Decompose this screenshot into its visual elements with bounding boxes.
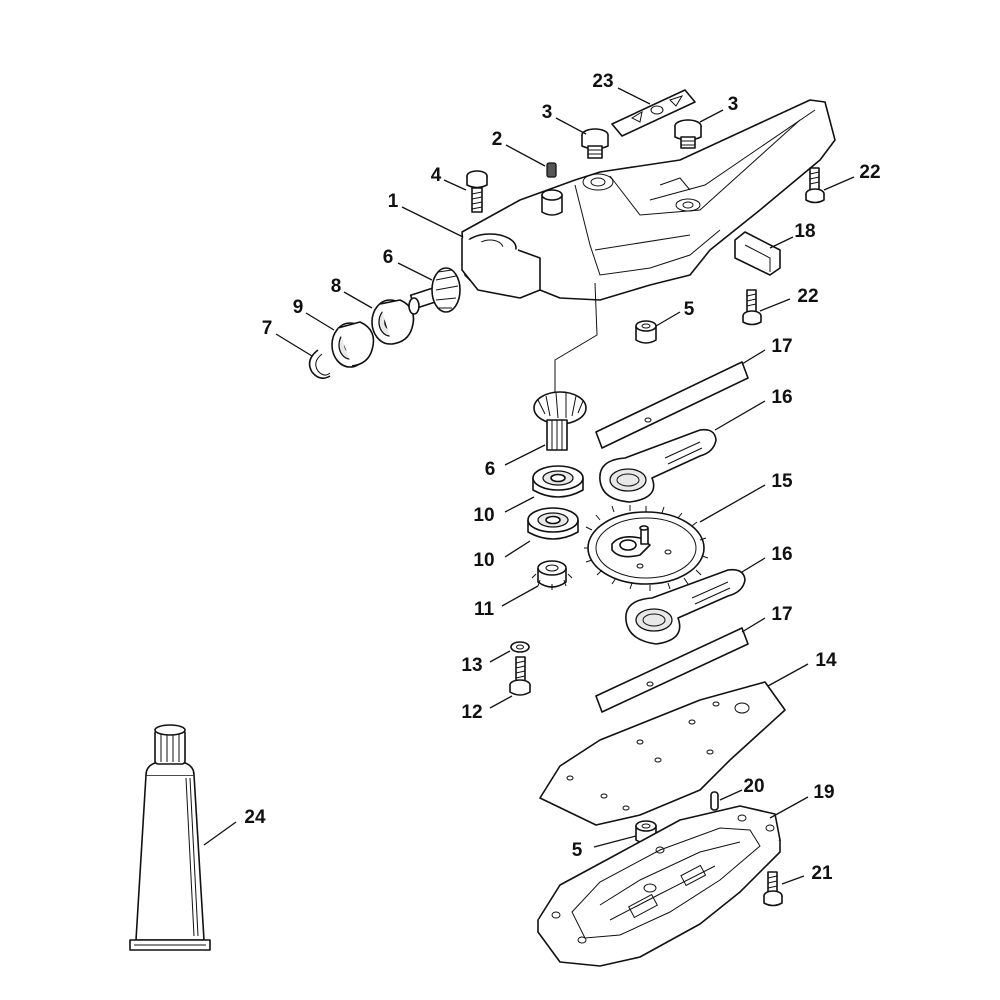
connecting-rod-16-lower xyxy=(625,568,746,645)
label-15: 15 xyxy=(771,471,793,492)
label-2: 2 xyxy=(492,129,503,150)
label-13: 13 xyxy=(461,655,482,676)
label-plate-part xyxy=(611,89,696,137)
pinion-11-part xyxy=(531,560,573,590)
clip-18-part xyxy=(734,231,781,276)
label-6-bottom: 6 xyxy=(485,459,496,480)
label-16-top: 16 xyxy=(771,387,792,408)
plug-part xyxy=(546,162,557,178)
leader-lines xyxy=(203,87,855,885)
label-14: 14 xyxy=(815,650,837,671)
ball-bearing-8 xyxy=(371,299,415,345)
connecting-rod-16-upper xyxy=(599,428,717,503)
label-12: 12 xyxy=(461,702,482,723)
screw-12-part xyxy=(509,656,531,696)
gasket-17-upper xyxy=(595,361,749,449)
label-5-top: 5 xyxy=(684,299,695,320)
screw-plug-right xyxy=(674,119,702,149)
label-17-top: 17 xyxy=(771,336,792,357)
label-20: 20 xyxy=(743,776,764,797)
label-1: 1 xyxy=(388,191,399,212)
label-6-top: 6 xyxy=(383,247,394,268)
label-18: 18 xyxy=(794,221,815,242)
screw-21-part xyxy=(763,871,783,907)
label-16-bottom: 16 xyxy=(771,544,792,565)
label-21: 21 xyxy=(811,863,833,884)
label-8: 8 xyxy=(331,276,342,297)
label-4: 4 xyxy=(431,165,442,186)
sleeve-5-upper xyxy=(635,320,657,344)
housing-cover-19-part xyxy=(537,805,781,967)
assembly-line xyxy=(554,282,598,395)
gear-housing-part xyxy=(461,99,836,301)
label-19: 19 xyxy=(813,782,834,803)
label-22-top: 22 xyxy=(859,162,880,183)
label-23: 23 xyxy=(592,71,613,92)
ball-bearing-10-upper xyxy=(532,465,584,498)
gasket-plate-14-part xyxy=(539,681,786,826)
label-9: 9 xyxy=(293,297,304,318)
gear-wheel-15-part xyxy=(584,505,709,591)
grease-tube-24-part xyxy=(129,724,211,951)
label-24: 24 xyxy=(244,807,266,828)
label-11: 11 xyxy=(474,599,495,620)
label-3-right: 3 xyxy=(728,94,739,115)
gasket-17-lower xyxy=(595,627,749,713)
screw-22-upper xyxy=(805,167,825,204)
label-22-bottom: 22 xyxy=(797,286,818,307)
ball-bearing-9 xyxy=(331,321,375,368)
pin-20-part xyxy=(710,791,719,811)
label-5-bottom: 5 xyxy=(572,840,583,861)
screw-plug-left xyxy=(581,128,609,159)
washer-13-part xyxy=(510,641,530,653)
label-17-bottom: 17 xyxy=(771,604,792,625)
screw-4-part xyxy=(466,170,488,213)
ball-bearing-10-lower xyxy=(527,507,579,540)
label-10-bottom: 10 xyxy=(473,550,494,571)
circlip-part xyxy=(308,349,331,380)
label-7: 7 xyxy=(262,318,273,339)
bevel-gear-6-vertical xyxy=(533,391,587,451)
label-3-left: 3 xyxy=(542,102,553,123)
label-10-top: 10 xyxy=(473,505,494,526)
bevel-pinion-6-horizontal xyxy=(408,267,461,315)
part-labels: 23 3 3 2 4 1 6 8 9 7 22 18 22 5 17 16 15… xyxy=(244,71,880,884)
screw-22-lower xyxy=(742,289,762,326)
